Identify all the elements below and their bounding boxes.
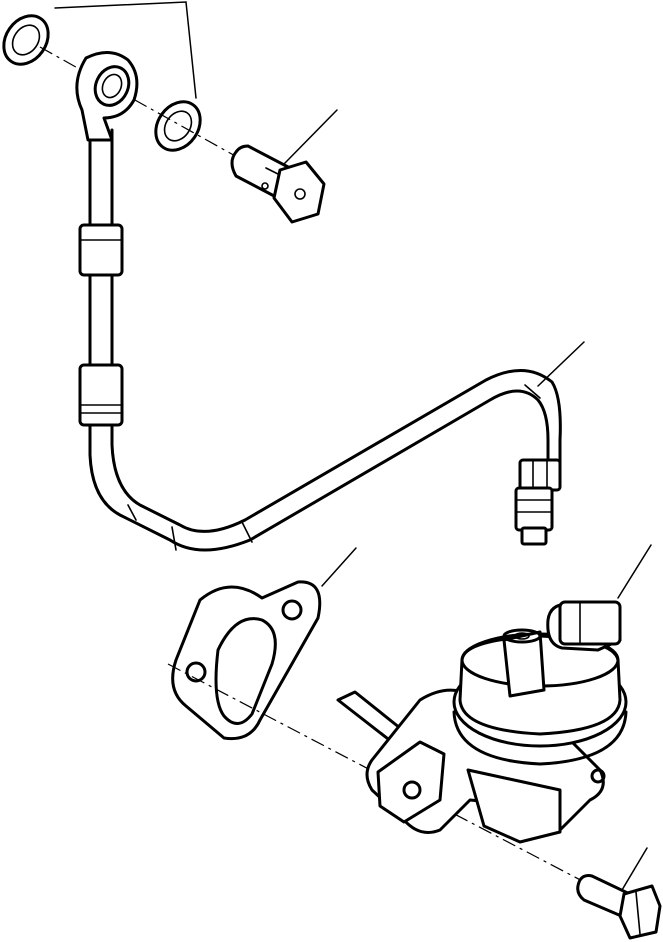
washer-lower-outer <box>154 100 202 152</box>
leader-banjo-bolt <box>283 109 338 165</box>
pump-diaphragm-rim <box>452 710 628 766</box>
gasket-outline <box>171 580 322 741</box>
tube-outline-left <box>88 128 550 552</box>
gasket-centre-opening <box>214 617 277 725</box>
pump-inlet-hex <box>558 600 622 646</box>
washer-upper-outer <box>2 14 50 66</box>
tube-joint-2 <box>171 526 177 551</box>
leader-fuel-tube <box>537 341 585 387</box>
banjo-bolt-hole-line <box>265 167 279 175</box>
mounting-bolt-head <box>618 884 662 940</box>
pump-outlet-top <box>502 628 542 644</box>
washer-lower <box>154 100 202 152</box>
banjo-bore <box>101 73 123 99</box>
centre-lines <box>39 46 591 886</box>
tube-joint-1 <box>127 504 137 521</box>
tube-sleeve-lower <box>78 363 124 427</box>
fuel-feed-pump <box>336 600 628 844</box>
leader-washers <box>54 1 197 99</box>
tube-joint-3 <box>241 521 253 543</box>
banjo-bolt-hole <box>261 182 269 190</box>
washer-lower-inner <box>163 110 193 142</box>
pump-outlet-bore <box>514 632 530 640</box>
tube-sleeve-upper <box>78 223 124 277</box>
leader-mounting-bolt <box>621 847 648 891</box>
gasket-hole-bottom <box>185 661 207 683</box>
tube-nut-tip <box>520 526 548 546</box>
mounting-bolt <box>576 874 662 940</box>
tube-nut <box>514 458 562 546</box>
tube-outline-right <box>110 128 562 533</box>
leader-lines <box>54 1 652 891</box>
leader-gasket <box>321 547 357 587</box>
banjo-bolt <box>230 144 326 224</box>
mounting-bolt-flange <box>635 891 641 935</box>
tube-nut-hex <box>518 458 562 492</box>
pump-lug-hole <box>402 780 422 800</box>
gasket-hole-top <box>281 599 303 621</box>
washer-upper-inner <box>11 24 41 56</box>
washer-upper <box>2 14 50 66</box>
fuel-tube <box>78 128 562 552</box>
centreline-banjo <box>39 46 247 163</box>
leader-pump <box>617 544 652 599</box>
banjo-bolt-head-bore <box>294 188 306 200</box>
banjo-fitting <box>75 51 139 142</box>
pump-base-block <box>466 768 562 844</box>
pump-cover-screw <box>590 768 606 784</box>
gasket <box>171 580 322 741</box>
banjo-bolt-hex-head <box>272 160 326 224</box>
banjo-eye <box>93 65 131 107</box>
tube-nut-body <box>514 486 554 532</box>
tube-joint-4 <box>524 384 541 399</box>
